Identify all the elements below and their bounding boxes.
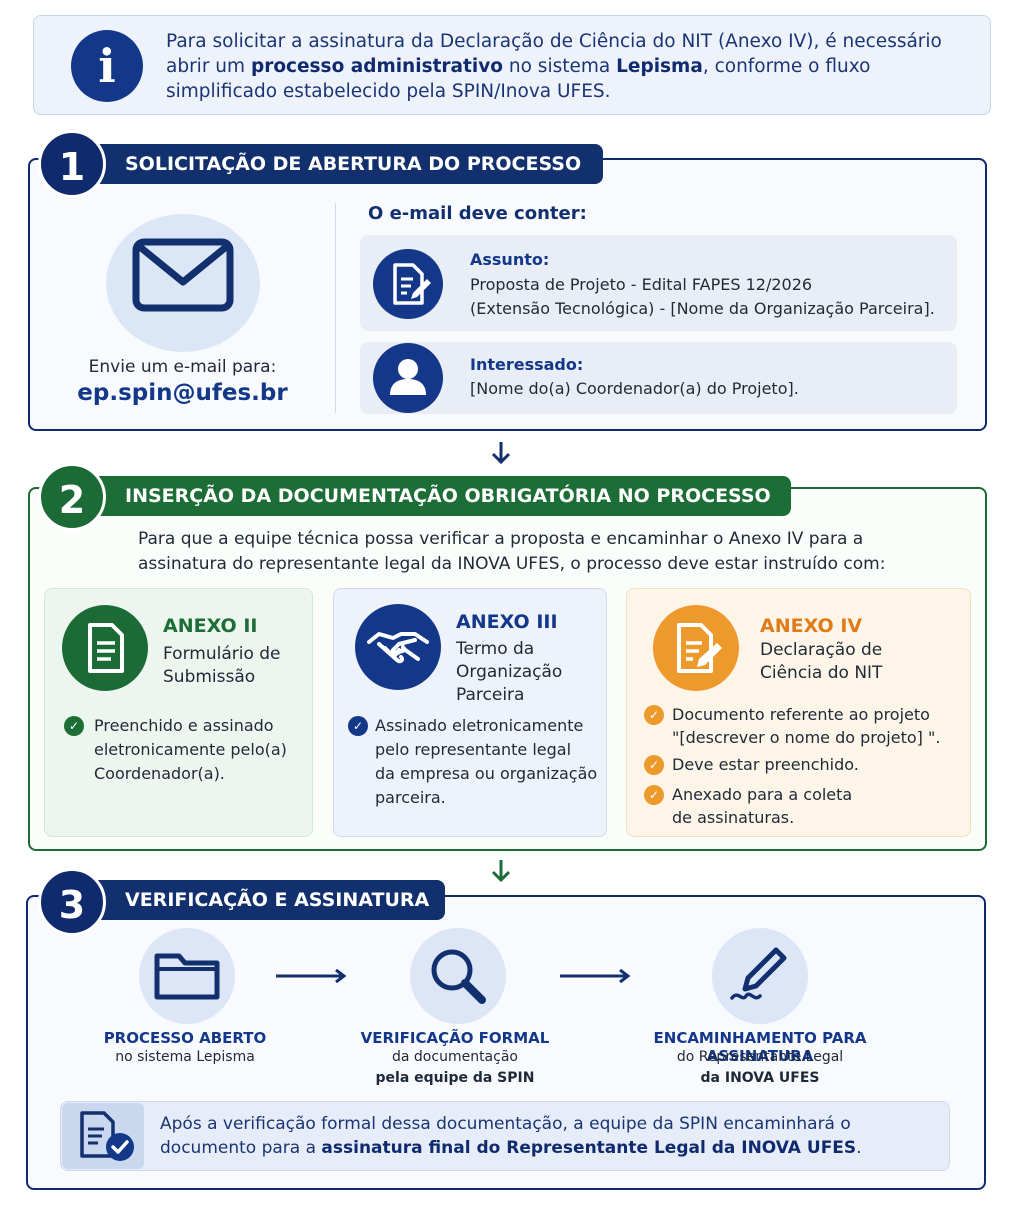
anexo3-sub1: Termo da xyxy=(456,639,535,659)
magnifier-icon xyxy=(410,928,506,1024)
step-processo-aberto-sub: no sistema Lepisma xyxy=(115,1049,255,1065)
step2-intro: Para que a equipe técnica possa verifica… xyxy=(138,527,938,577)
document-icon xyxy=(62,605,148,691)
email-content-heading: O e-mail deve conter: xyxy=(368,203,587,224)
check-icon: ✓ xyxy=(644,755,664,775)
anexo4-bullet2: Deve estar preenchido. xyxy=(672,755,859,774)
anexo4-bullet1-l1: Documento referente ao projeto xyxy=(672,705,930,724)
assunto-line1: Proposta de Projeto - Edital FAPES 12/20… xyxy=(470,275,813,294)
anexo2-bullet-l1: Preenchido e assinado xyxy=(94,716,274,735)
anexo2-bullet-l2: eletronicamente pelo(a) xyxy=(94,740,287,759)
anexo2-sub2: Submissão xyxy=(163,667,256,687)
send-email-label: Envie um e-mail para: xyxy=(88,357,277,377)
document-edit-icon xyxy=(653,605,739,691)
check-icon: ✓ xyxy=(644,785,664,805)
step1-title: SOLICITAÇÃO DE ABERTURA DO PROCESSO xyxy=(70,144,603,184)
arrow-down-icon xyxy=(490,858,512,884)
info-text-part: no sistema xyxy=(503,56,617,77)
anexo4-sub2: Ciência do NIT xyxy=(760,663,883,683)
check-icon: ✓ xyxy=(348,716,368,736)
user-icon xyxy=(373,343,443,413)
step3-title: VERIFICAÇÃO E ASSINATURA xyxy=(70,880,445,920)
anexo3-bullet-l2: pelo representante legal xyxy=(375,740,572,759)
info-bold-process: processo administrativo xyxy=(250,56,503,77)
info-icon: i xyxy=(71,30,143,102)
folder-icon xyxy=(139,928,235,1024)
arrow-right-icon xyxy=(560,968,632,984)
step-verificacao-formal-sub: da documentação xyxy=(392,1049,518,1065)
anexo3-card xyxy=(333,588,607,837)
anexo4-title: ANEXO IV xyxy=(760,615,863,637)
step-processo-aberto: PROCESSO ABERTO xyxy=(103,1029,267,1047)
anexo4-sub1: Declaração de xyxy=(760,640,883,660)
anexo4-bullet1-l2: "[descrever o nome do projeto] ". xyxy=(672,728,941,747)
anexo4-bullet3-l1: Anexado para a coleta xyxy=(672,785,853,804)
anexo2-title: ANEXO II xyxy=(163,615,258,637)
handshake-icon xyxy=(355,604,441,690)
anexo3-title: ANEXO III xyxy=(456,611,558,633)
interessado-label: Interessado: xyxy=(470,355,584,374)
info-text: Para solicitar a assinatura da Declaraçã… xyxy=(166,29,976,104)
info-text-part: , conforme o fluxo simplificado estabele… xyxy=(166,56,871,102)
anexo3-bullet-l3: da empresa ou organização xyxy=(375,764,598,783)
info-bold-lepisma: Lepisma xyxy=(616,56,703,77)
step1-number: 1 xyxy=(38,130,106,198)
step2-intro-line2: assinatura do representante legal da INO… xyxy=(138,554,886,574)
arrow-down-icon xyxy=(490,440,512,466)
step-verificacao-formal: VERIFICAÇÃO FORMAL xyxy=(360,1029,550,1047)
anexo3-sub2: Organização xyxy=(456,662,563,682)
assunto-card xyxy=(360,235,957,331)
step-encaminhamento-sub: do Representante Legal xyxy=(676,1049,844,1065)
check-icon: ✓ xyxy=(64,716,84,736)
assunto-label: Assunto: xyxy=(470,250,550,269)
step2-intro-line1: Para que a equipe técnica possa verifica… xyxy=(138,529,864,549)
step3-number: 3 xyxy=(38,868,106,936)
interessado-card xyxy=(360,342,957,414)
final-text-part: Após a verificação formal dessa document… xyxy=(160,1114,851,1158)
anexo4-bullet3-l2: de assinaturas. xyxy=(672,808,795,827)
interessado-text: [Nome do(a) Coordenador(a) do Projeto]. xyxy=(470,379,799,398)
step2-title: INSERÇÃO DA DOCUMENTAÇÃO OBRIGATÓRIA NO … xyxy=(70,476,791,516)
envelope-icon xyxy=(106,214,260,352)
anexo3-bullet-l1: Assinado eletronicamente xyxy=(375,716,584,735)
info-box: i Para solicitar a assinatura da Declara… xyxy=(33,15,991,115)
anexo2-sub1: Formulário de xyxy=(163,644,281,664)
final-text-bold: assinatura final do Representante Legal … xyxy=(321,1138,857,1158)
document-edit-icon xyxy=(373,249,443,319)
check-icon: ✓ xyxy=(644,705,664,725)
pen-signature-icon xyxy=(712,928,808,1024)
arrow-right-icon xyxy=(276,968,348,984)
final-note-box xyxy=(60,1101,950,1171)
section-divider xyxy=(335,203,336,413)
final-note-text: Após a verificação formal dessa document… xyxy=(160,1112,930,1160)
anexo2-bullet-l3: Coordenador(a). xyxy=(94,764,225,783)
step2-number: 2 xyxy=(38,463,106,531)
info-text-part: Para solicitar a assinatura da Declaraçã… xyxy=(166,31,942,77)
step-verificacao-formal-sub-bold: pela equipe da SPIN xyxy=(375,1070,535,1086)
document-check-icon xyxy=(62,1103,144,1169)
step-encaminhamento-sub-bold: da INOVA UFES xyxy=(700,1070,820,1086)
assunto-line2: (Extensão Tecnológica) - [Nome da Organi… xyxy=(470,299,935,318)
email-address-link[interactable]: ep.spin@ufes.br xyxy=(77,380,288,406)
anexo3-bullet-l4: parceira. xyxy=(375,788,446,807)
anexo3-sub3: Parceira xyxy=(456,685,525,705)
step-encaminhamento: ENCAMINHAMENTO PARA ASSINATURA xyxy=(653,1029,867,1065)
final-text-part: . xyxy=(856,1138,862,1158)
